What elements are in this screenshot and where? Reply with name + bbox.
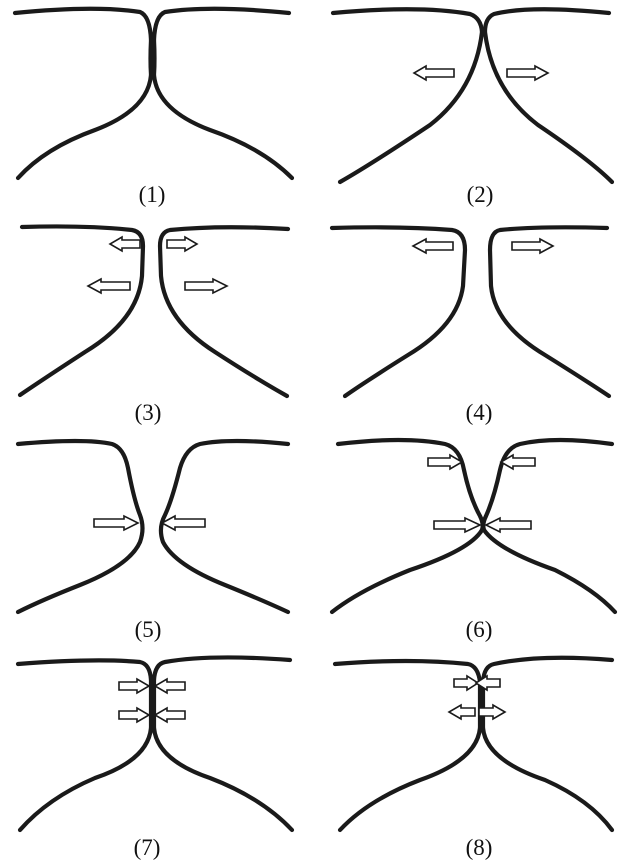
- hollow-arrow-right-icon: [428, 455, 462, 469]
- hollow-arrow-right-icon: [185, 279, 227, 293]
- curve-upper-left: [18, 660, 151, 680]
- curve-lower-left: [340, 728, 480, 830]
- curve-right: [483, 440, 612, 530]
- panel-caption: (5): [135, 617, 162, 642]
- curve-lower-left: [18, 75, 151, 178]
- hollow-arrow-right-icon: [119, 708, 149, 722]
- hollow-arrow-right-icon: [507, 66, 548, 80]
- hollow-arrow-right-icon: [454, 676, 478, 690]
- hollow-arrow-right-icon: [119, 679, 149, 693]
- panel-2: (2): [333, 9, 612, 207]
- hollow-arrow-left-icon: [162, 516, 205, 530]
- curve-lower-right: [484, 530, 615, 612]
- panel-8: (8): [335, 658, 612, 860]
- curve-left: [332, 227, 465, 396]
- hollow-arrow-left-icon: [414, 66, 454, 80]
- curve-upper-left: [15, 9, 151, 40]
- hollow-arrow-right-icon: [512, 239, 553, 253]
- hollow-arrow-left-icon: [155, 708, 185, 722]
- panel-caption: (7): [134, 835, 161, 860]
- curve-lower-left: [20, 728, 151, 830]
- hollow-arrow-left-icon: [155, 679, 185, 693]
- hollow-arrow-right-icon: [434, 518, 480, 532]
- panel-1: (1): [15, 9, 292, 207]
- curve-lower-right: [154, 75, 292, 178]
- curve-lower-right: [483, 728, 612, 830]
- curve-left: [20, 226, 143, 395]
- hollow-arrow-left-icon: [110, 237, 140, 251]
- panel-caption: (2): [467, 182, 494, 207]
- curve-upper-left: [333, 9, 482, 32]
- panel-caption: (3): [135, 400, 162, 425]
- panel-5: (5): [18, 441, 288, 642]
- hollow-arrow-left-icon: [88, 279, 130, 293]
- panel-caption: (6): [466, 617, 493, 642]
- curve-left: [338, 440, 483, 530]
- curve-right: [160, 227, 288, 396]
- panel-caption: (1): [139, 182, 166, 207]
- panel-7: (7): [18, 657, 292, 860]
- panel-caption: (4): [466, 400, 493, 425]
- panel-3: (3): [20, 226, 288, 425]
- curve-upper-right: [154, 657, 290, 680]
- curve-neck: [151, 40, 152, 75]
- curve-neck-right: [154, 40, 155, 75]
- curve-lower-right: [154, 728, 292, 830]
- curve-lower-right: [485, 32, 612, 182]
- curve-upper-right: [485, 9, 609, 32]
- curve-lower-left: [332, 530, 482, 612]
- curve-lower-left: [340, 32, 482, 182]
- curve-upper-right: [483, 658, 612, 682]
- curve-right: [490, 227, 609, 396]
- hollow-arrow-right-icon: [94, 516, 138, 530]
- hollow-arrow-left-icon: [413, 239, 453, 253]
- hollow-arrow-left-icon: [449, 705, 475, 719]
- curve-upper-right: [154, 9, 289, 40]
- panel-4: (4): [332, 227, 609, 425]
- hollow-arrow-left-icon: [486, 518, 531, 532]
- panel-caption: (8): [466, 835, 493, 860]
- panel-6: (6): [332, 440, 615, 642]
- hollow-arrow-right-icon: [167, 237, 197, 251]
